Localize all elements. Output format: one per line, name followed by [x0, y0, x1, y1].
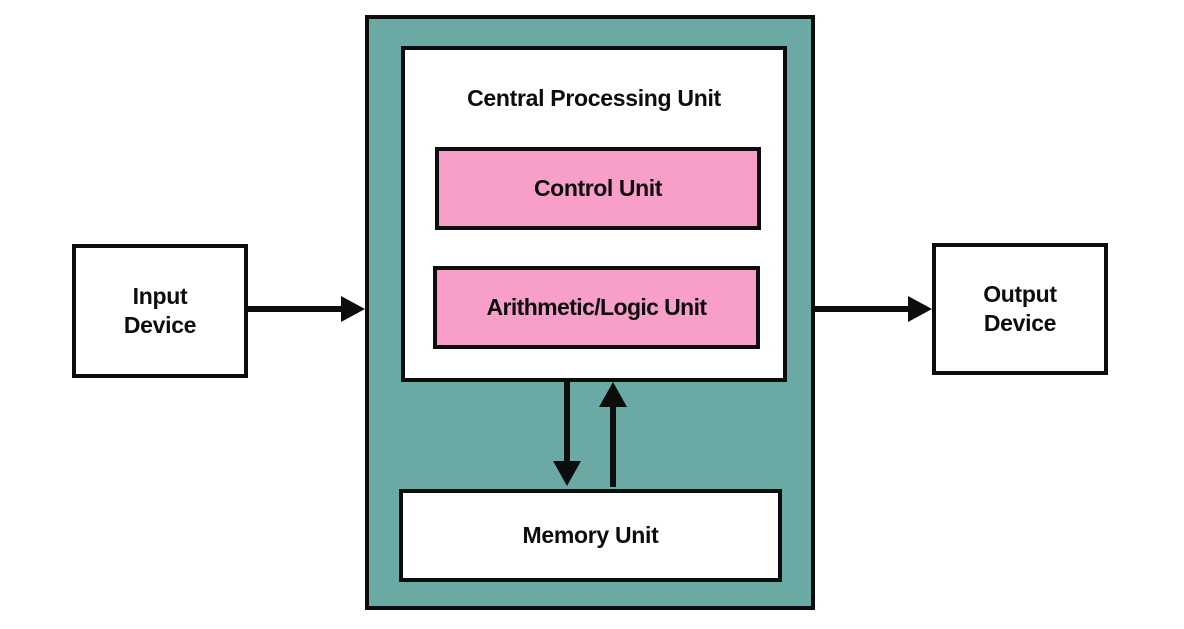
arithmetic-logic-unit-box[interactable]: Arithmetic/Logic Unit — [433, 266, 760, 349]
cpu-title: Central Processing Unit — [467, 85, 721, 111]
arithmetic-logic-unit-label: Arithmetic/Logic Unit — [486, 294, 708, 320]
input-device-label: Input Device — [123, 283, 197, 338]
output-device-box[interactable]: Output Device — [932, 243, 1108, 375]
input-device-box[interactable]: Input Device — [72, 244, 248, 378]
output-device-label: Output Device — [983, 281, 1057, 336]
memory-unit-box[interactable]: Memory Unit — [399, 489, 782, 582]
control-unit-box[interactable]: Control Unit — [435, 147, 761, 230]
system-unit-container[interactable]: Central Processing Unit Control Unit Ari… — [365, 15, 815, 610]
cpu-box[interactable]: Central Processing Unit Control Unit Ari… — [401, 46, 787, 382]
input-to-cpu-arrow-icon — [248, 296, 365, 322]
cpu-to-output-arrow-icon — [813, 296, 932, 322]
memory-unit-label: Memory Unit — [522, 522, 659, 548]
control-unit-label: Control Unit — [533, 175, 663, 201]
